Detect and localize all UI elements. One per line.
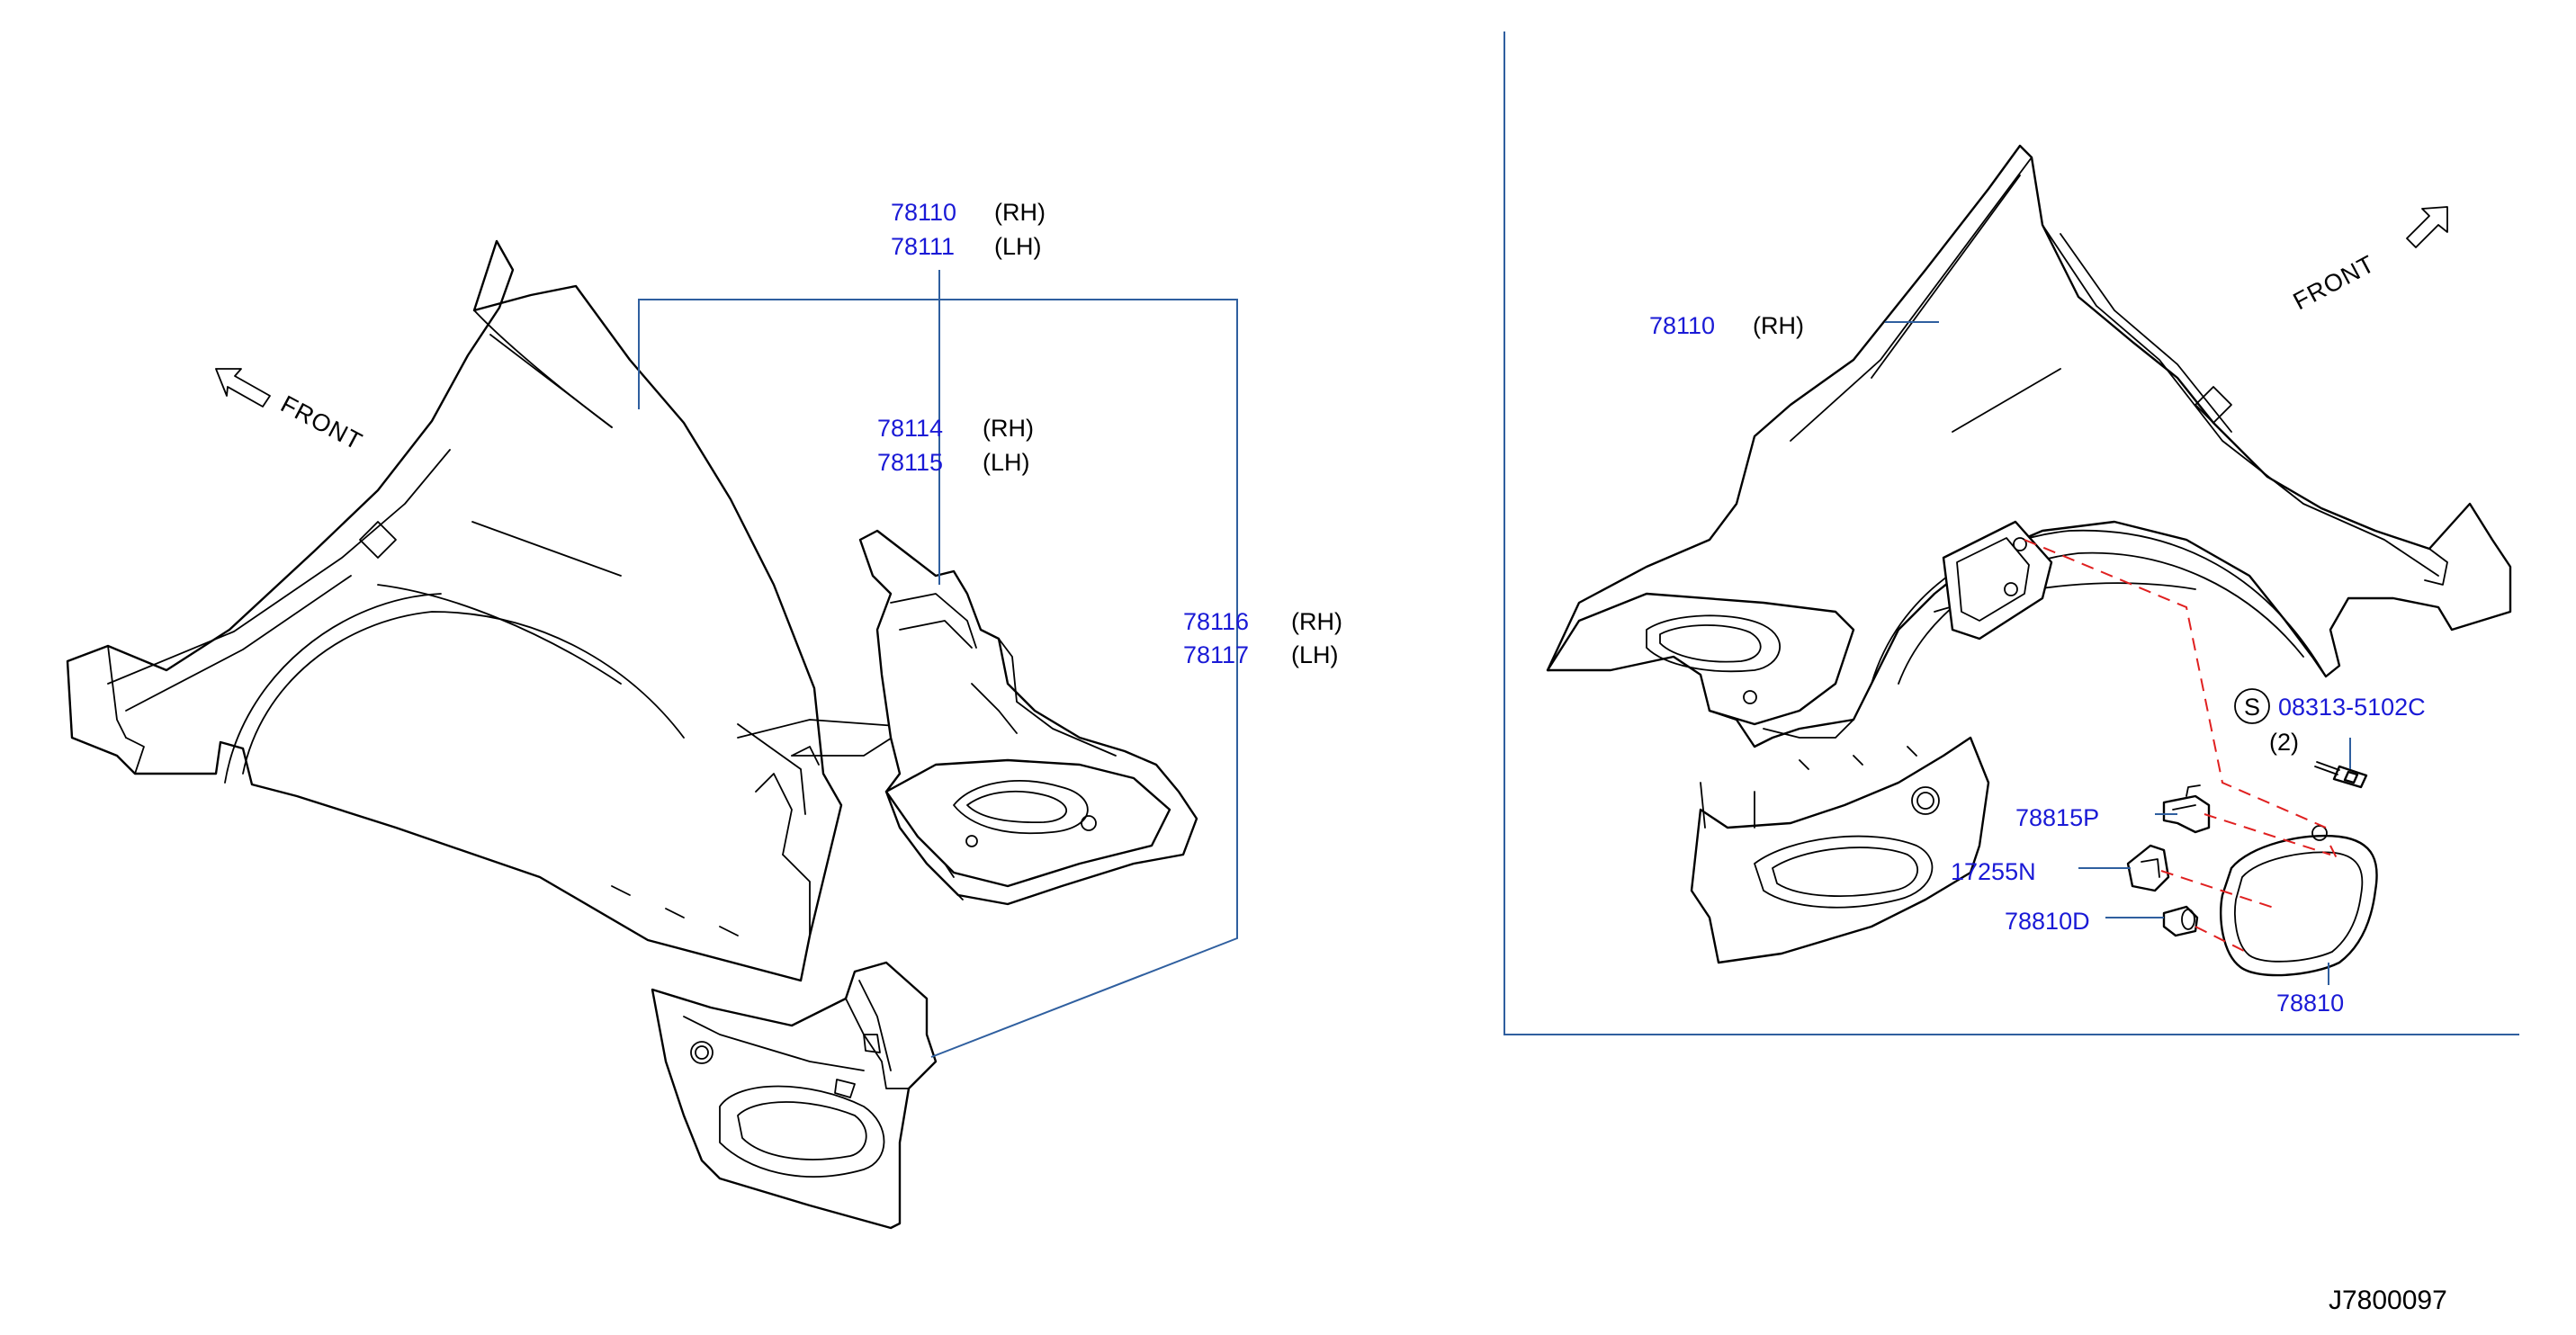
part-number-78815P[interactable]: 78815P bbox=[2015, 804, 2099, 831]
part-number-78116[interactable]: 78116 bbox=[1183, 608, 1249, 635]
side-rh-78110-detail: (RH) bbox=[1753, 312, 1804, 339]
part-number-78110[interactable]: 78110 bbox=[891, 199, 956, 226]
callouts-right: 78110 (RH) S 08313-5102C (2) 78815P 1725… bbox=[1649, 312, 2426, 1017]
part-number-78111[interactable]: 78111 bbox=[891, 233, 955, 260]
screw-quantity: (2) bbox=[2269, 729, 2299, 756]
front-arrow-left: FRONT bbox=[215, 368, 367, 455]
part-number-78110-detail[interactable]: 78110 bbox=[1649, 312, 1715, 339]
part-number-78115[interactable]: 78115 bbox=[877, 449, 943, 476]
clip-78815P[interactable] bbox=[2162, 784, 2211, 834]
part-number-17255N[interactable]: 17255N bbox=[1951, 858, 2036, 885]
front-arrow-left-icon bbox=[215, 368, 271, 408]
rear-fender-panel-right[interactable] bbox=[1546, 144, 2512, 964]
part-number-78114[interactable]: 78114 bbox=[877, 415, 943, 442]
side-rh-78114: (RH) bbox=[983, 415, 1034, 442]
leader-lines-left bbox=[638, 270, 1238, 1058]
lower-inner-panel-78116[interactable] bbox=[651, 961, 938, 1230]
screw-08313-5102C[interactable] bbox=[2314, 761, 2368, 789]
clip-17255N[interactable] bbox=[2126, 844, 2170, 892]
callouts-left: 78110 (RH) 78111 (LH) 78114 (RH) 78115 (… bbox=[877, 199, 1342, 668]
rear-fender-outer-skin bbox=[66, 239, 843, 982]
side-lh-78117: (LH) bbox=[1291, 641, 1339, 668]
side-lh-78111: (LH) bbox=[994, 233, 1042, 260]
detail-frame-border bbox=[1503, 31, 2519, 1035]
front-arrow-right: FRONT bbox=[2289, 206, 2448, 315]
part-number-78810D[interactable]: 78810D bbox=[2005, 908, 2090, 935]
front-label-right: FRONT bbox=[2289, 250, 2380, 315]
side-lh-78115: (LH) bbox=[983, 449, 1030, 476]
rear-fender-panel-left[interactable] bbox=[66, 239, 910, 982]
screw-symbol-circle bbox=[2234, 688, 2270, 724]
leader-lines-right bbox=[1885, 321, 2351, 985]
fuel-filler-door-78810[interactable] bbox=[2220, 825, 2378, 977]
part-number-78810[interactable]: 78810 bbox=[2276, 990, 2344, 1017]
front-label-left: FRONT bbox=[276, 390, 367, 455]
dashed-guide-lines bbox=[2024, 539, 2340, 954]
screw-symbol: S bbox=[2244, 694, 2260, 721]
bumper-78810D[interactable] bbox=[2162, 905, 2199, 937]
inner-wheelhouse-78114[interactable] bbox=[858, 529, 1198, 906]
side-rh-78116: (RH) bbox=[1291, 608, 1342, 635]
front-arrow-right-icon bbox=[2406, 206, 2448, 248]
part-number-78117[interactable]: 78117 bbox=[1183, 641, 1249, 668]
side-rh-78110: (RH) bbox=[994, 199, 1046, 226]
diagram-reference-code: J7800097 bbox=[2329, 1286, 2447, 1315]
part-number-08313-5102C[interactable]: 08313-5102C bbox=[2278, 694, 2426, 721]
